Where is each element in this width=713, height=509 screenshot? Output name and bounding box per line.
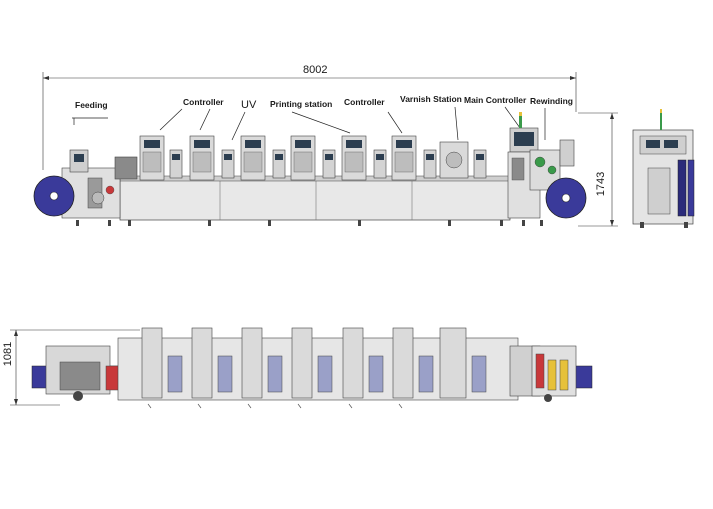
uv-unit-5 <box>373 149 387 179</box>
uv-unit-2 <box>221 149 235 179</box>
uv-unit-6 <box>423 149 437 179</box>
label-printing-station: Printing station <box>270 99 332 109</box>
print-station-2 <box>189 135 215 181</box>
label-main-controller: Main Controller <box>464 95 527 105</box>
dimension-height-label: 1743 <box>595 172 607 196</box>
print-station-1 <box>139 135 165 181</box>
uv-unit-3 <box>272 149 286 179</box>
dimension-length: 8002 <box>42 64 577 170</box>
print-station-5 <box>341 135 367 181</box>
label-controller-right: Controller <box>344 97 385 107</box>
dimension-length-label: 8002 <box>303 64 327 76</box>
top-view <box>31 327 593 409</box>
uv-unit-4 <box>322 149 336 179</box>
top-print-units <box>141 327 487 399</box>
dimension-width-label: 1081 <box>2 342 14 366</box>
side-view <box>33 112 587 226</box>
feeding-unit <box>61 149 121 219</box>
dimension-width: 1081 <box>2 329 140 406</box>
side-module-left <box>114 156 138 180</box>
label-controller-left: Controller <box>183 97 224 107</box>
print-station-3 <box>240 135 266 181</box>
print-station-4 <box>290 135 316 181</box>
label-feeding: Feeding <box>75 100 108 110</box>
uv-unit-1 <box>169 149 183 179</box>
varnish-station <box>439 141 487 179</box>
label-rewinding: Rewinding <box>530 96 573 106</box>
label-varnish-station: Varnish Station <box>400 94 462 104</box>
dimension-height: 1743 <box>578 112 618 227</box>
print-station-6 <box>391 135 417 181</box>
label-uv: UV <box>241 99 257 111</box>
end-view <box>632 109 695 228</box>
